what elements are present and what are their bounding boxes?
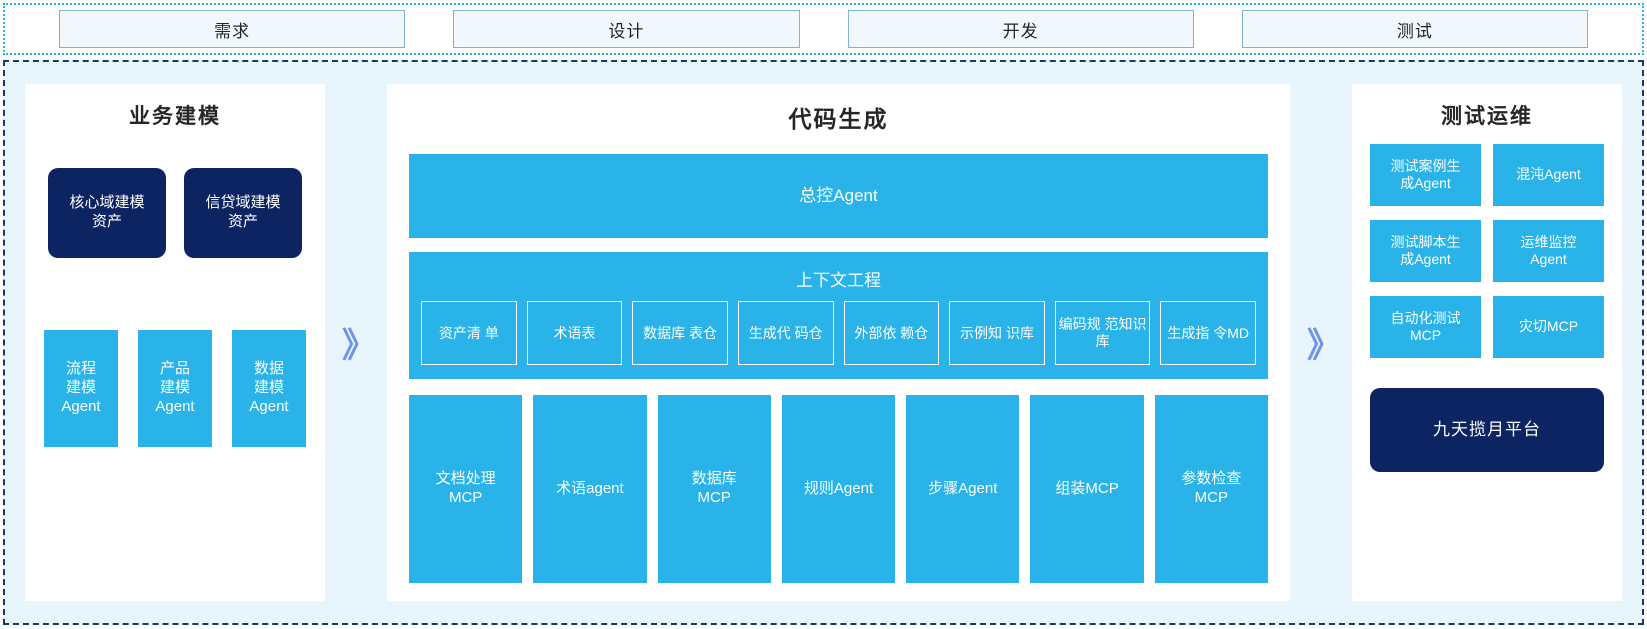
phase-box-development[interactable]: 开发 <box>847 10 1194 48</box>
ctx-item-example-knowledge-base[interactable]: 示例知 识库 <box>949 301 1045 365</box>
card-label: 混沌Agent <box>1516 166 1581 183</box>
main-area: 业务建模 核心域建模 资产 信贷域建模 资产 流程 建模 Agent 产品 建模… <box>3 60 1644 625</box>
phase-label: 测试 <box>1396 21 1433 41</box>
ctx-item-database-table-repo[interactable]: 数据库 表仓 <box>632 301 728 365</box>
phase-box-design[interactable]: 设计 <box>453 10 800 48</box>
card-label: 流程 建模 Agent <box>61 360 101 415</box>
card-test-case-generation-agent[interactable]: 测试案例生 成Agent <box>1370 144 1481 206</box>
card-label: 信贷域建模 资产 <box>205 194 281 230</box>
ctx-item-label: 编码规 范知识 库 <box>1058 316 1147 349</box>
ctx-item-generation-instruction-md[interactable]: 生成指 令MD <box>1160 301 1256 365</box>
card-label: 核心域建模 资产 <box>69 194 145 230</box>
phase-box-requirements[interactable]: 需求 <box>59 10 406 48</box>
card-jiutian-lanyue-platform[interactable]: 九天揽月平台 <box>1370 388 1604 472</box>
business-agent-group: 流程 建模 Agent 产品 建模 Agent 数据 建模 Agent <box>25 330 325 447</box>
phase-box-testing[interactable]: 测试 <box>1241 10 1588 48</box>
chevron-glyph: 》 <box>342 327 376 365</box>
card-credit-domain-asset[interactable]: 信贷域建模 资产 <box>184 168 302 258</box>
phase-label: 设计 <box>608 21 645 41</box>
chevron-glyph: 》 <box>1307 327 1341 365</box>
ctx-item-label: 生成指 令MD <box>1167 324 1250 341</box>
card-label: 参数检查 MCP <box>1181 470 1242 506</box>
context-engineering-items: 资产清 单 术语表 数据库 表仓 生成代 码仓 外部依 赖仓 <box>421 301 1256 365</box>
card-label: 运维监控 Agent <box>1520 233 1577 268</box>
panel-business-modeling: 业务建模 核心域建模 资产 信贷域建模 资产 流程 建模 Agent 产品 建模… <box>25 84 325 601</box>
card-test-script-generation-agent[interactable]: 测试脚本生 成Agent <box>1370 220 1481 282</box>
ctx-item-asset-list[interactable]: 资产清 单 <box>421 301 517 365</box>
card-label: 灾切MCP <box>1518 318 1579 335</box>
phase-label: 需求 <box>214 21 251 41</box>
card-master-agent[interactable]: 总控Agent <box>409 154 1268 238</box>
ctx-item-glossary[interactable]: 术语表 <box>526 301 623 365</box>
tool-card-row: 文档处理 MCP 术语agent 数据库 MCP 规则Agent 步骤Agent <box>409 395 1268 583</box>
card-chaos-agent[interactable]: 混沌Agent <box>1493 144 1604 206</box>
card-operations-monitoring-agent[interactable]: 运维监控 Agent <box>1493 220 1604 282</box>
business-asset-group: 核心域建模 资产 信贷域建模 资产 <box>25 168 325 258</box>
ctx-item-label: 外部依 赖仓 <box>854 324 929 341</box>
panel-title-code-generation: 代码生成 <box>788 106 889 132</box>
card-parameter-check-mcp[interactable]: 参数检查 MCP <box>1154 395 1268 583</box>
ctx-item-label: 生成代 码仓 <box>748 324 823 341</box>
chevron-right-icon-1: 》 <box>325 84 387 601</box>
card-process-modeling-agent[interactable]: 流程 建模 Agent <box>44 330 118 447</box>
card-product-modeling-agent[interactable]: 产品 建模 Agent <box>138 330 212 447</box>
card-label: 数据库 MCP <box>691 470 737 506</box>
card-label: 总控Agent <box>799 186 878 206</box>
card-core-domain-asset[interactable]: 核心域建模 资产 <box>48 168 166 258</box>
panel-code-generation: 代码生成 总控Agent 上下文工程 资产清 单 术语表 <box>387 84 1290 601</box>
panel-title-test-operations: 测试运维 <box>1441 105 1533 128</box>
phase-strip: 需求 设计 开发 测试 <box>3 3 1644 55</box>
code-generation-content: 总控Agent 上下文工程 资产清 单 术语表 数据库 表仓 <box>387 134 1290 601</box>
ctx-item-coding-standard-knowledge-base[interactable]: 编码规 范知识 库 <box>1054 301 1151 365</box>
ctx-item-generated-code-repo[interactable]: 生成代 码仓 <box>737 301 834 365</box>
card-label: 测试脚本生 成Agent <box>1390 233 1461 268</box>
card-assembly-mcp[interactable]: 组装MCP <box>1030 395 1144 583</box>
card-automated-testing-mcp[interactable]: 自动化测试 MCP <box>1370 296 1481 358</box>
card-label: 九天揽月平台 <box>1433 420 1541 440</box>
panel-test-operations: 测试运维 测试案例生 成Agent 混沌Agent 测试脚本生 成Agent 运… <box>1352 84 1622 601</box>
card-label: 测试案例生 成Agent <box>1390 157 1461 192</box>
test-operations-agent-grid: 测试案例生 成Agent 混沌Agent 测试脚本生 成Agent 运维监控 A… <box>1352 130 1622 358</box>
card-step-agent[interactable]: 步骤Agent <box>906 395 1020 583</box>
card-label: 产品 建模 Agent <box>155 360 195 415</box>
card-label: 自动化测试 MCP <box>1390 309 1461 344</box>
panel-title-business-modeling: 业务建模 <box>129 105 221 128</box>
card-rule-agent[interactable]: 规则Agent <box>781 395 896 583</box>
card-document-processing-mcp[interactable]: 文档处理 MCP <box>409 395 523 583</box>
phase-label: 开发 <box>1002 21 1039 41</box>
ctx-item-label: 数据库 表仓 <box>643 324 717 341</box>
card-data-modeling-agent[interactable]: 数据 建模 Agent <box>232 330 306 447</box>
ctx-item-label: 示例知 识库 <box>959 324 1034 341</box>
card-glossary-agent[interactable]: 术语agent <box>533 395 647 583</box>
card-label: 规则Agent <box>803 479 874 497</box>
card-label: 术语agent <box>556 479 624 497</box>
chevron-right-icon-2: 》 <box>1290 84 1352 601</box>
ctx-item-label: 术语表 <box>553 324 596 341</box>
card-label: 组装MCP <box>1055 479 1119 497</box>
card-database-mcp[interactable]: 数据库 MCP <box>657 395 771 583</box>
ctx-item-label: 资产清 单 <box>438 324 499 341</box>
card-label: 步骤Agent <box>928 479 998 497</box>
ctx-item-external-dependency-repo[interactable]: 外部依 赖仓 <box>843 301 940 365</box>
card-disaster-switch-mcp[interactable]: 灾切MCP <box>1493 296 1604 358</box>
card-label: 文档处理 MCP <box>435 470 496 506</box>
context-engineering-title: 上下文工程 <box>796 271 881 290</box>
card-label: 数据 建模 Agent <box>249 360 289 415</box>
context-engineering-block: 上下文工程 资产清 单 术语表 数据库 表仓 生成代 码仓 <box>409 252 1268 379</box>
